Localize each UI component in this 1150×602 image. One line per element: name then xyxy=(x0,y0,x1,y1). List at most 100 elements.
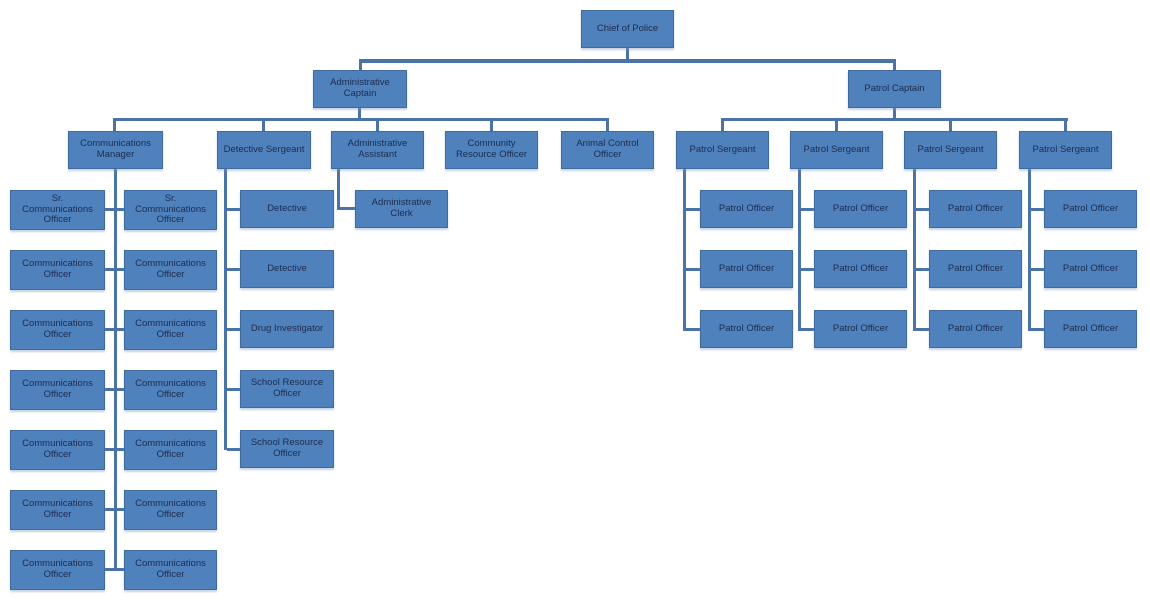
connector-line xyxy=(916,208,929,211)
org-node-communications-officer-8: Communications Officer xyxy=(124,310,217,350)
connector-line xyxy=(105,268,114,271)
connector-line xyxy=(801,208,814,211)
org-node-patrol-officer-1-2: Patrol Officer xyxy=(700,250,793,288)
org-node-communications-officer-5: Communications Officer xyxy=(10,490,105,530)
connector-line xyxy=(1031,268,1044,271)
connector-line xyxy=(114,169,117,571)
org-node-patrol-officer-1-3: Patrol Officer xyxy=(700,310,793,348)
connector-line xyxy=(801,328,814,331)
org-node-patrol-sergeant-3: Patrol Sergeant xyxy=(904,131,997,169)
connector-line xyxy=(490,121,493,131)
org-node-communications-officer-2: Communications Officer xyxy=(10,310,105,350)
connector-line xyxy=(893,63,896,71)
connector-line xyxy=(113,121,116,131)
connector-line xyxy=(117,568,124,571)
org-node-patrol-officer-2-1: Patrol Officer xyxy=(814,190,907,228)
connector-line xyxy=(337,207,355,210)
connector-line xyxy=(105,208,114,211)
connector-line xyxy=(913,169,916,331)
connector-line xyxy=(949,121,952,131)
connector-line xyxy=(105,328,114,331)
org-node-patrol-officer-1-1: Patrol Officer xyxy=(700,190,793,228)
org-node-chief-of-police: Chief of Police xyxy=(581,10,674,48)
org-node-communications-officer-4: Communications Officer xyxy=(10,430,105,470)
connector-line xyxy=(683,169,686,331)
connector-line xyxy=(606,121,609,131)
org-node-sr-communications-officer-1: Sr. Communications Officer xyxy=(10,190,105,230)
org-node-animal-control-officer: Animal Control Officer xyxy=(561,131,654,169)
org-node-communications-officer-1: Communications Officer xyxy=(10,250,105,290)
connector-line xyxy=(1031,328,1044,331)
org-node-patrol-sergeant-4: Patrol Sergeant xyxy=(1019,131,1112,169)
connector-line xyxy=(227,448,240,451)
org-node-communications-officer-10: Communications Officer xyxy=(124,430,217,470)
org-node-school-resource-officer-1: School Resource Officer xyxy=(240,370,334,408)
org-node-communications-officer-11: Communications Officer xyxy=(124,490,217,530)
org-node-patrol-officer-4-3: Patrol Officer xyxy=(1044,310,1137,348)
connector-line xyxy=(359,59,896,63)
connector-line xyxy=(1064,121,1067,131)
connector-line xyxy=(359,63,362,71)
connector-line xyxy=(686,268,700,271)
connector-line xyxy=(376,121,379,131)
connector-line xyxy=(227,208,240,211)
connector-line xyxy=(337,169,340,210)
org-node-patrol-officer-3-1: Patrol Officer xyxy=(929,190,1022,228)
connector-line xyxy=(117,388,124,391)
connector-line xyxy=(686,328,700,331)
connector-line xyxy=(227,388,240,391)
org-node-detective-1: Detective xyxy=(240,190,334,228)
connector-line xyxy=(626,48,629,59)
connector-line xyxy=(686,208,700,211)
org-node-detective-sergeant: Detective Sergeant xyxy=(217,131,311,169)
org-node-communications-manager: Communications Manager xyxy=(68,131,163,169)
connector-line xyxy=(105,568,114,571)
connector-line xyxy=(105,508,114,511)
org-node-communications-officer-9: Communications Officer xyxy=(124,370,217,410)
connector-line xyxy=(117,448,124,451)
org-node-patrol-officer-2-2: Patrol Officer xyxy=(814,250,907,288)
connector-line xyxy=(117,508,124,511)
connector-line xyxy=(721,121,724,131)
connector-line xyxy=(916,328,929,331)
org-node-communications-officer-3: Communications Officer xyxy=(10,370,105,410)
connector-line xyxy=(117,328,124,331)
org-node-patrol-sergeant-1: Patrol Sergeant xyxy=(676,131,769,169)
connector-line xyxy=(227,268,240,271)
org-node-communications-officer-7: Communications Officer xyxy=(124,250,217,290)
org-node-administrative-clerk: Administrative Clerk xyxy=(355,190,448,228)
connector-line xyxy=(916,268,929,271)
connector-line xyxy=(358,108,361,118)
connector-line xyxy=(835,121,838,131)
connector-line xyxy=(262,121,265,131)
connector-line xyxy=(798,169,801,331)
org-node-patrol-officer-4-1: Patrol Officer xyxy=(1044,190,1137,228)
org-node-patrol-officer-4-2: Patrol Officer xyxy=(1044,250,1137,288)
org-node-administrative-captain: Administrative Captain xyxy=(313,70,407,108)
org-node-communications-officer-6: Communications Officer xyxy=(10,550,105,590)
connector-line xyxy=(117,208,124,211)
connector-line xyxy=(1031,208,1044,211)
connector-line xyxy=(224,169,227,450)
org-node-patrol-officer-3-2: Patrol Officer xyxy=(929,250,1022,288)
org-node-communications-officer-12: Communications Officer xyxy=(124,550,217,590)
org-node-patrol-sergeant-2: Patrol Sergeant xyxy=(790,131,883,169)
connector-line xyxy=(1028,169,1031,331)
org-node-community-resource-officer: Community Resource Officer xyxy=(445,131,538,169)
connector-line xyxy=(893,108,896,118)
org-node-patrol-captain: Patrol Captain xyxy=(848,70,941,108)
connector-line xyxy=(113,118,609,121)
org-node-detective-2: Detective xyxy=(240,250,334,288)
connector-line xyxy=(721,118,1068,121)
org-node-administrative-assistant: Administrative Assistant xyxy=(331,131,424,169)
connector-line xyxy=(117,268,124,271)
org-node-drug-investigator: Drug Investigator xyxy=(240,310,334,348)
org-node-patrol-officer-2-3: Patrol Officer xyxy=(814,310,907,348)
connector-line xyxy=(227,328,240,331)
connector-line xyxy=(801,268,814,271)
connector-line xyxy=(105,448,114,451)
org-node-school-resource-officer-2: School Resource Officer xyxy=(240,430,334,468)
org-node-patrol-officer-3-3: Patrol Officer xyxy=(929,310,1022,348)
connector-line xyxy=(105,388,114,391)
